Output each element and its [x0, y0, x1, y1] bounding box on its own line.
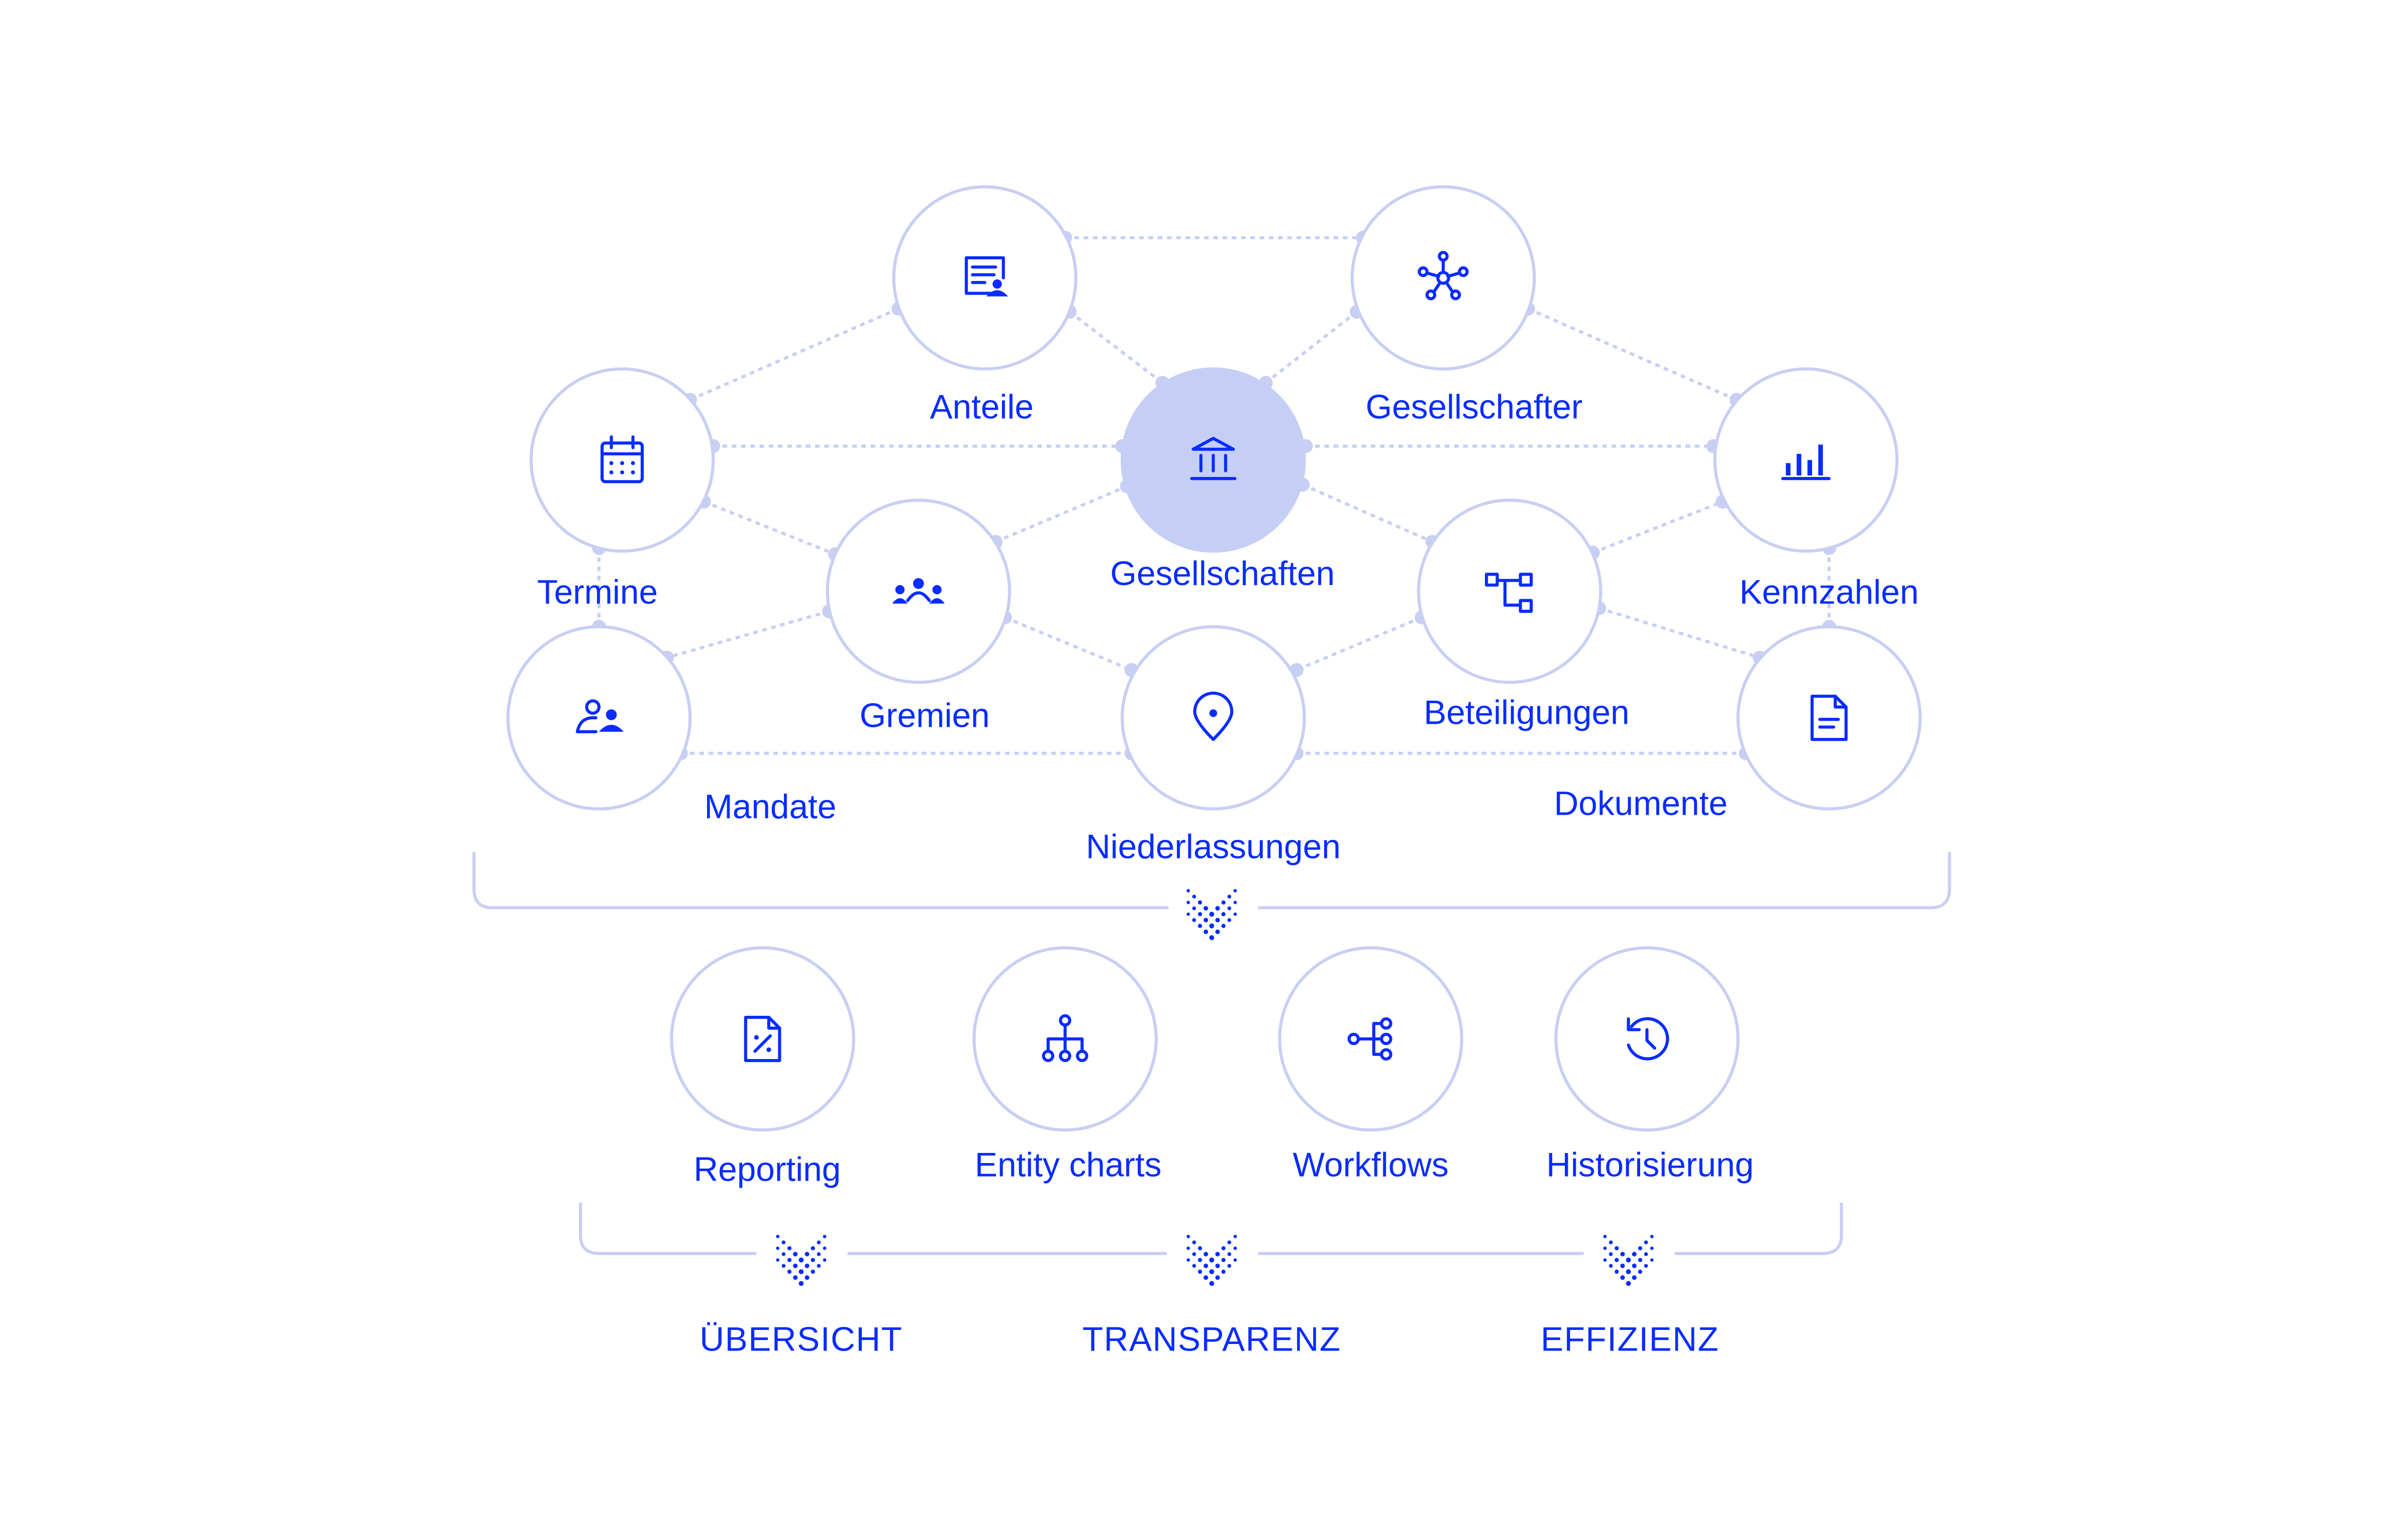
node-gremien[interactable]: Gremien: [826, 499, 1012, 735]
chevron-down-icon: [776, 1234, 827, 1286]
connection-line: [1302, 483, 1433, 543]
network-icon: [1418, 251, 1469, 301]
node-anteile[interactable]: Anteile: [892, 185, 1078, 426]
connection-line: [995, 485, 1128, 543]
connection-line: [1592, 500, 1724, 554]
users-icon: [575, 699, 624, 733]
outcome-effizienz: EFFIZIENZ: [1541, 1320, 1719, 1358]
connection-line: [1598, 607, 1760, 659]
node-circle[interactable]: [1417, 499, 1602, 684]
node-circle[interactable]: [1350, 185, 1536, 371]
node-niederlassungen[interactable]: Niederlassungen: [1086, 625, 1341, 866]
node-label: Gremien: [860, 697, 990, 735]
node-termine[interactable]: Termine: [529, 367, 715, 611]
chevron-down-icon: [1186, 889, 1237, 940]
node-gesellschaften[interactable]: Gesellschaften: [1110, 367, 1335, 593]
bar-chart-icon: [1781, 444, 1831, 481]
connection-line: [1068, 310, 1163, 385]
chevron-down-icon: [1603, 1234, 1654, 1286]
feature-entity-charts[interactable]: Entity charts: [972, 946, 1162, 1184]
connection-line: [1296, 616, 1423, 671]
node-label: Anteile: [930, 388, 1034, 426]
document-icon: [1811, 695, 1848, 741]
connection-line: [1527, 307, 1737, 402]
node-label: Beteiligungen: [1424, 694, 1629, 731]
percent-file-icon: [744, 1015, 781, 1063]
node-gesellschafter[interactable]: Gesellschafter: [1350, 185, 1583, 426]
bottom-bracket-4: [1674, 1202, 1843, 1256]
node-circle[interactable]: [529, 367, 715, 553]
brackets: [472, 852, 1951, 1256]
node-label: Kennzahlen: [1739, 573, 1919, 611]
node-circle[interactable]: [892, 185, 1078, 371]
outcomes: ÜBERSICHT TRANSPARENZ EFFIZIENZ: [699, 1320, 1719, 1358]
node-circle[interactable]: [670, 946, 855, 1132]
feature-label: Workflows: [1293, 1146, 1449, 1184]
history-icon: [1627, 1017, 1669, 1061]
node-label: Gesellschaften: [1110, 555, 1335, 593]
document-user-icon: [964, 256, 1008, 297]
top-bracket-left: [472, 852, 1169, 910]
feature-reporting[interactable]: Reporting: [670, 946, 855, 1189]
node-label: Dokumente: [1554, 785, 1727, 823]
workflow-icon: [1347, 1017, 1392, 1061]
node-mandate[interactable]: Mandate: [506, 625, 837, 826]
bank-icon: [1190, 437, 1237, 481]
hierarchy-icon: [1484, 572, 1533, 613]
node-circle[interactable]: [1713, 367, 1899, 553]
top-bracket-right: [1258, 852, 1951, 910]
node-kennzahlen[interactable]: Kennzahlen: [1713, 367, 1919, 611]
connection-line: [666, 610, 830, 659]
connection-line: [1264, 310, 1358, 385]
node-circle[interactable]: [1121, 625, 1306, 811]
connection-line: [1004, 616, 1132, 671]
node-dokumente[interactable]: Dokumente: [1554, 625, 1922, 823]
feature-workflows[interactable]: Workflows: [1278, 946, 1463, 1184]
bottom-bracket-1: [579, 1202, 757, 1256]
calendar-icon: [600, 435, 644, 484]
node-label: Gesellschafter: [1366, 388, 1583, 426]
org-chart-icon: [1042, 1014, 1088, 1063]
connection-line: [689, 307, 899, 402]
group-icon: [892, 578, 945, 604]
feature-label: Historisierung: [1546, 1146, 1754, 1184]
feature-label: Reporting: [693, 1151, 841, 1189]
feature-nodes: Reporting Entity charts Workflows Historisi…: [670, 946, 1754, 1189]
node-circle[interactable]: [506, 625, 692, 811]
node-beteiligungen[interactable]: Beteiligungen: [1417, 499, 1630, 731]
location-pin-icon: [1193, 692, 1234, 741]
node-label: Termine: [537, 573, 658, 611]
feature-historisierung[interactable]: Historisierung: [1546, 946, 1754, 1184]
outcome-transparenz: TRANSPARENZ: [1082, 1320, 1341, 1358]
connection-line: [703, 500, 836, 556]
outcome-uebersicht: ÜBERSICHT: [699, 1320, 902, 1358]
chevron-down-icon: [1186, 1234, 1237, 1286]
feature-label: Entity charts: [975, 1146, 1162, 1184]
node-circle[interactable]: [826, 499, 1012, 684]
chevrons: [776, 889, 1654, 1286]
node-label: Niederlassungen: [1086, 828, 1341, 866]
node-label: Mandate: [705, 788, 837, 826]
entity-nodes: Gesellschaften Anteile GesellschafterTermi…: [506, 185, 1922, 866]
